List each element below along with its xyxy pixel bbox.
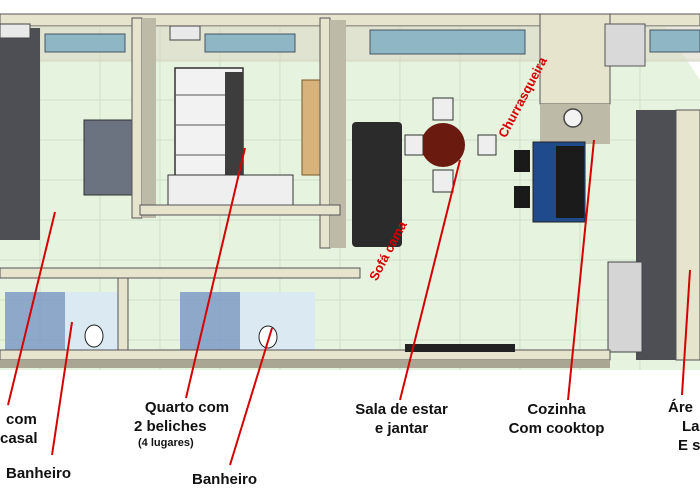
bathroom-2-floor <box>240 292 315 350</box>
quarto-casal-label: com casal <box>0 410 38 448</box>
area-line1: Áre <box>668 399 694 416</box>
window <box>369 29 526 55</box>
bathroom-1 <box>5 292 65 350</box>
wall-bunk-room-side <box>330 20 346 248</box>
cozinha-label: Cozinha Com cooktop <box>494 400 619 438</box>
clock <box>563 108 583 128</box>
entrance-step <box>405 344 515 352</box>
area-label: Áre La E s <box>668 398 700 455</box>
wall-right <box>636 110 676 360</box>
bunk-bed-side <box>225 72 243 180</box>
cozinha-line2: Com cooktop <box>508 420 605 437</box>
bathroom-2 <box>180 292 240 350</box>
window <box>44 33 126 53</box>
banheiro-2-label: Banheiro <box>192 471 258 488</box>
wardrobe <box>301 79 321 176</box>
area-line2: La <box>682 418 700 435</box>
chair <box>477 134 497 156</box>
toilet <box>84 324 104 348</box>
wall-bunk-bottom <box>139 204 341 216</box>
wall-left-room-side <box>142 18 156 218</box>
quarto-beliches-line1: Quarto com <box>144 399 230 416</box>
cooktop <box>556 146 584 218</box>
washing-machine <box>607 261 643 353</box>
dining-table <box>421 123 465 167</box>
stool <box>514 186 530 208</box>
bed-double <box>83 119 133 196</box>
quarto-beliches-line3: (4 lugares) <box>138 437 194 449</box>
chair <box>432 97 454 121</box>
chair <box>404 134 424 156</box>
cozinha-line1: Cozinha <box>527 401 586 418</box>
air-conditioner <box>169 25 201 41</box>
window <box>204 33 296 53</box>
quarto-beliches-line2: 2 beliches <box>134 418 207 435</box>
chair <box>432 169 454 193</box>
bathroom-divider <box>117 277 129 354</box>
quarto-beliches-label: Quarto com 2 beliches (4 lugares) <box>128 398 246 451</box>
fridge <box>604 23 646 67</box>
wall-kitchen-top <box>539 13 611 105</box>
quarto-casal-line2: casal <box>0 430 38 447</box>
window <box>649 29 700 53</box>
stool <box>514 150 530 172</box>
front-wall-face <box>0 360 610 368</box>
air-conditioner <box>0 23 31 39</box>
sala-line2: e jantar <box>374 420 429 437</box>
bathroom-wall <box>0 267 361 279</box>
wall-left-room <box>131 17 143 219</box>
wall-right-edge <box>675 109 700 361</box>
quarto-casal-line1: com <box>6 411 37 428</box>
pointer-lines <box>7 139 691 466</box>
sala-line1: Sala de estar <box>355 401 448 418</box>
bunk-bed-lower <box>167 174 294 206</box>
sala-label: Sala de estar e jantar <box>344 400 459 438</box>
area-line3: E s <box>678 437 700 454</box>
banheiro-1-label: Banheiro <box>6 465 72 482</box>
toilet <box>258 325 278 349</box>
sofa <box>352 122 402 247</box>
front-wall <box>0 349 611 361</box>
closet-left <box>0 28 40 240</box>
